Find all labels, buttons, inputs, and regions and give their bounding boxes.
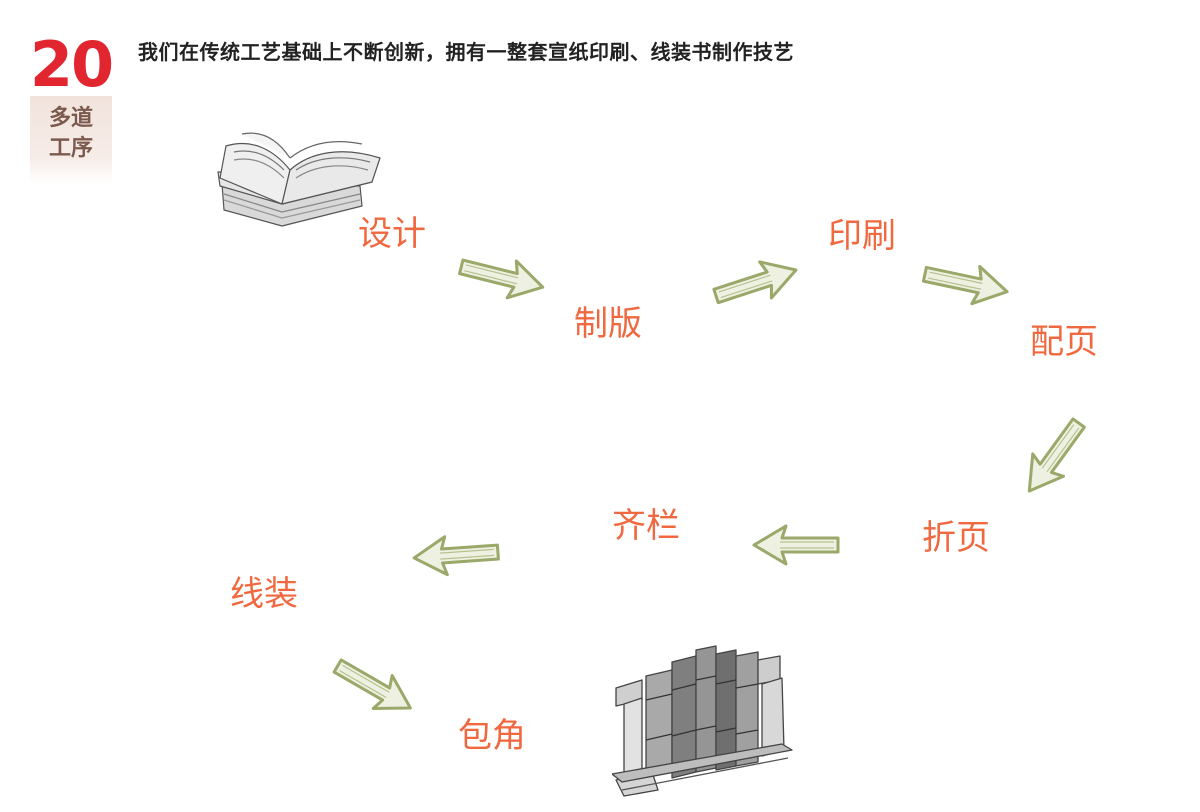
arrow-printing-to-collating-icon: [919, 253, 1014, 312]
badge-label-line1: 多道: [30, 104, 112, 134]
arrow-aligning-to-binding-icon: [411, 531, 502, 579]
badge-label: 多道 工序: [30, 104, 112, 164]
badge-label-box: 多道 工序: [30, 96, 112, 184]
step-design: 设计: [358, 214, 426, 254]
arrow-platemaking-to-printing-icon: [708, 249, 805, 316]
step-platemaking: 制版: [574, 304, 642, 344]
step-folding: 折页: [922, 518, 990, 558]
step-printing: 印刷: [828, 216, 896, 256]
arrow-folding-to-aligning-icon: [752, 524, 840, 566]
badge-number: 20: [26, 30, 116, 100]
step-binding: 线装: [230, 574, 298, 614]
bookshelf-sketch-icon: [612, 640, 798, 800]
step-count-badge: 20 多道 工序: [26, 30, 116, 180]
open-book-sketch-icon: [212, 124, 392, 228]
arrow-binding-to-corner-wrapping-icon: [325, 647, 422, 727]
step-aligning: 齐栏: [612, 506, 680, 546]
arrow-design-to-platemaking-icon: [454, 246, 550, 308]
arrow-collating-to-folding-icon: [1011, 409, 1097, 505]
badge-label-line2: 工序: [30, 134, 112, 164]
step-collating: 配页: [1030, 322, 1098, 362]
headline: 我们在传统工艺基础上不断创新，拥有一整套宣纸印刷、线装书制作技艺: [138, 36, 794, 65]
step-corner-wrapping: 包角: [458, 716, 526, 756]
